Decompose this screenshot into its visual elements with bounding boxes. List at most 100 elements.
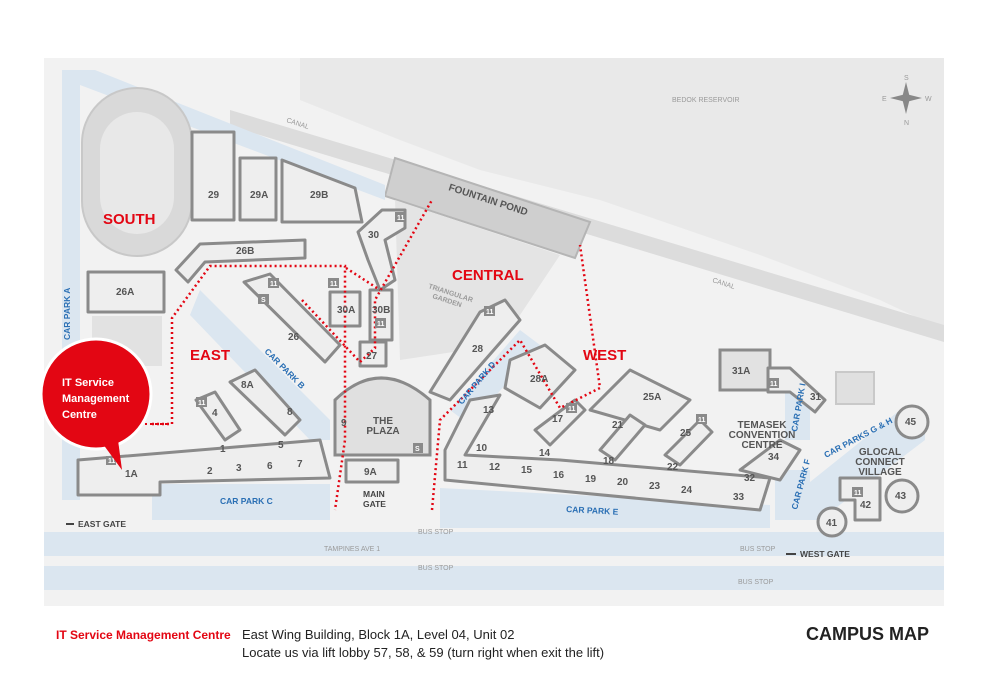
car-parks-gh-area: [800, 410, 925, 520]
label-45: 45: [905, 417, 917, 428]
label-6: 6: [267, 461, 273, 472]
legend-address: East Wing Building, Block 1A, Level 04, …: [242, 627, 515, 642]
compass-e: E: [882, 96, 887, 103]
label-23: 23: [649, 481, 661, 492]
lift-symbol: 11: [270, 281, 278, 288]
label-28: 28: [472, 344, 484, 355]
label-19: 19: [585, 474, 597, 485]
building-32: [738, 438, 802, 482]
lift-symbol: 11: [854, 490, 862, 497]
tampines-label: TAMPINES AVE 1: [324, 546, 380, 553]
stadium-field: [100, 112, 174, 234]
building-8: [228, 368, 302, 437]
tampines-road: [44, 532, 944, 556]
label-29a: 29A: [250, 190, 268, 201]
building-28: [428, 298, 522, 402]
temasek-label-3: CENTRE: [741, 440, 782, 451]
label-14: 14: [539, 448, 551, 459]
label-16: 16: [553, 470, 565, 481]
campus-map-title: CAMPUS MAP: [806, 624, 930, 644]
label-8a: 8A: [241, 380, 254, 391]
car-park-c-area: [152, 484, 330, 520]
label-25: 25: [680, 428, 692, 439]
building-41: [816, 506, 848, 538]
building-29a: [238, 156, 278, 222]
legend-title: IT Service Management Centre: [56, 628, 231, 642]
building-21: [598, 413, 647, 462]
itsmc-marker: [39, 337, 153, 451]
label-26a: 26A: [116, 287, 134, 298]
car-park-f-area: [775, 470, 810, 520]
label-9: 9: [341, 418, 347, 429]
label-42: 42: [860, 500, 872, 511]
car-park-b-area: [190, 290, 330, 440]
lift-symbol: 11: [568, 406, 576, 413]
label-22: 22: [667, 462, 679, 473]
label-15: 15: [521, 465, 533, 476]
zone-boundaries: [152, 199, 602, 511]
reservoir-label: BEDOK RESERVOIR: [672, 97, 740, 104]
zone-central: CENTRAL: [452, 267, 524, 284]
building-9a: [344, 458, 400, 484]
lift-icon: [106, 456, 116, 465]
label-43: 43: [895, 491, 907, 502]
south-boundary: [345, 266, 381, 292]
triangular-garden-area: [395, 200, 560, 360]
label-26b: 26B: [236, 246, 254, 257]
central-boundary-west: [301, 199, 434, 364]
label-41: 41: [826, 518, 838, 529]
building-42: [838, 476, 882, 522]
building-31: [766, 366, 827, 414]
lift-icon: [696, 414, 707, 424]
east-gate-label: EAST GATE: [78, 519, 126, 529]
label-30: 30: [368, 230, 380, 241]
itsmc-pointer: [100, 440, 122, 470]
compass-icon: [890, 82, 922, 114]
label-32: 32: [744, 473, 756, 484]
label-31: 31: [810, 392, 822, 403]
compass-s: S: [904, 75, 909, 82]
bus-stop-label: BUS STOP: [740, 546, 776, 553]
zone-south: SOUTH: [103, 211, 156, 228]
label-31a: 31A: [732, 366, 750, 377]
west-wing-building: [443, 393, 772, 512]
itsmc-text-3: Centre: [62, 409, 97, 421]
lift-symbol: 11: [698, 417, 706, 424]
label-12: 12: [489, 462, 501, 473]
compass-w: W: [925, 96, 932, 103]
label-1a: 1A: [125, 469, 138, 480]
car-park-e-label: CAR PARK E: [566, 504, 619, 517]
label-11: 11: [457, 460, 468, 471]
plaza-label-2: PLAZA: [366, 426, 399, 437]
car-park-e-area: [440, 488, 770, 528]
building-26a: [86, 270, 166, 314]
bus-stop-label: BUS STOP: [418, 565, 454, 572]
label-24: 24: [681, 485, 693, 496]
bus-stop-label: BUS STOP: [738, 579, 774, 586]
lift-icon: [566, 403, 577, 413]
lift-icon: [768, 378, 779, 388]
itsmc-text-1: IT Service: [62, 377, 114, 389]
temasek-label-1: TEMASEK: [738, 420, 788, 431]
label-30b: 30B: [372, 305, 390, 316]
lift-symbol: 11: [770, 381, 778, 388]
label-29: 29: [208, 190, 220, 201]
label-5: 5: [278, 440, 284, 451]
lift-symbol: 11: [377, 321, 385, 328]
label-4: 4: [212, 408, 218, 419]
label-27: 27: [366, 351, 378, 362]
label-34: 34: [768, 452, 780, 463]
the-plaza: [333, 376, 432, 457]
building-25: [663, 418, 714, 467]
legend-directions: Locate us via lift lobby 57, 58, & 59 (t…: [242, 645, 605, 660]
zone-east: EAST: [190, 347, 230, 364]
east-boundary: [152, 264, 347, 511]
label-17: 17: [552, 414, 564, 425]
glocal-label-3: VILLAGE: [858, 467, 902, 478]
label-8: 8: [287, 407, 293, 418]
tennis-court: [835, 371, 875, 405]
temasek-label-2: CONVENTION: [729, 430, 796, 441]
bus-stop-label: BUS STOP: [418, 529, 454, 536]
label-33: 33: [733, 492, 745, 503]
lift-symbol: 11: [330, 281, 338, 288]
